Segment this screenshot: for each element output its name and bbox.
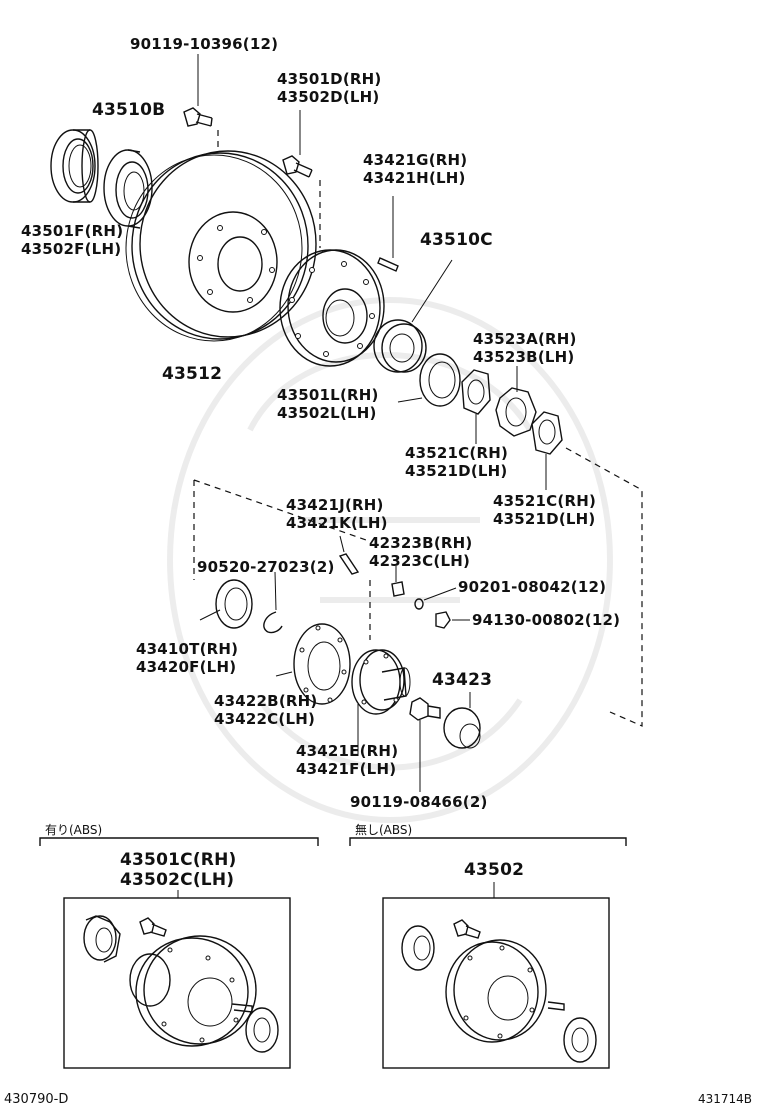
label-90119-10396: 90119-10396(12) — [130, 35, 279, 53]
label-43502c-lh: 43502C(LH) — [120, 870, 235, 890]
brake-disc-43512 — [125, 150, 317, 342]
watermark-emblem — [167, 297, 613, 823]
axle-hub — [279, 249, 385, 367]
diagram-code-right: 431714B — [698, 1092, 753, 1106]
label-43521c-outer-rh: 43521C(RH) — [493, 492, 597, 510]
diagram-code-left: 430790-D — [4, 1092, 69, 1107]
inset-without-abs-hub — [401, 919, 597, 1063]
oil-seal-43501f — [50, 129, 99, 203]
label-42323b-rh: 42323B(RH) — [369, 534, 473, 552]
label-43521d-outer-lh: 43521D(LH) — [493, 510, 596, 528]
washer-90201 — [414, 598, 424, 610]
bolt-90119-10396 — [183, 107, 213, 127]
label-90119-08466: 90119-08466(2) — [350, 793, 488, 811]
lock-nut-43521c-outer — [531, 411, 563, 455]
snap-ring-43410t — [215, 579, 253, 629]
label-43410t-rh: 43410T(RH) — [136, 640, 239, 658]
hub-bolt-43501d — [282, 155, 313, 178]
section-with-abs: 有り(ABS) — [45, 823, 103, 837]
label-42323c-lh: 42323C(LH) — [369, 552, 471, 570]
hub-cap-43423 — [443, 707, 481, 749]
label-43421h-lh: 43421H(LH) — [363, 169, 466, 187]
label-43422c-lh: 43422C(LH) — [214, 710, 316, 728]
label-94130-00802: 94130-00802(12) — [472, 611, 621, 629]
label-43422b: 43422B(RH) 43422C(LH) — [214, 692, 317, 728]
without-abs-bracket — [349, 837, 627, 846]
label-43521c-inner-rh: 43521C(RH) — [405, 444, 509, 462]
label-43523a: 43523A(RH) 43523B(LH) — [473, 330, 577, 366]
label-43502f-lh: 43502F(LH) — [21, 240, 122, 258]
snap-ring-90520 — [263, 611, 283, 634]
label-43512: 43512 — [162, 364, 223, 384]
bearing-43510b — [103, 149, 153, 229]
label-43410t: 43410T(RH) 43420F(LH) — [136, 640, 238, 676]
label-43502d-lh: 43502D(LH) — [277, 88, 380, 106]
label-43422b-rh: 43422B(RH) — [214, 692, 318, 710]
seal-43501l — [419, 353, 461, 407]
label-43510b: 43510B — [92, 100, 166, 120]
label-43421f-lh: 43421F(LH) — [296, 760, 397, 778]
nut-94130 — [435, 611, 451, 629]
label-43501c-rh: 43501C(RH) — [120, 850, 237, 870]
drive-flange-43421e — [351, 649, 411, 715]
label-43510c: 43510C — [420, 230, 493, 250]
lock-nut-43521c-inner — [461, 369, 491, 415]
label-43421g: 43421G(RH) 43421H(LH) — [363, 151, 467, 187]
pin-43421g — [377, 257, 399, 272]
bearing-43510c — [373, 319, 427, 373]
label-43421e-rh: 43421E(RH) — [296, 742, 399, 760]
label-43523a-rh: 43523A(RH) — [473, 330, 577, 348]
label-43421e: 43421E(RH) 43421F(LH) — [296, 742, 398, 778]
inset-without-abs-frame — [382, 897, 610, 1069]
section-without-abs: 無し(ABS) — [355, 823, 413, 837]
inset-with-abs-frame — [63, 897, 291, 1069]
label-43420f-lh: 43420F(LH) — [136, 658, 237, 676]
label-42323b: 42323B(RH) 42323C(LH) — [369, 534, 472, 570]
label-inset-43502: 43502 — [464, 860, 525, 880]
bolt-90119-08466 — [409, 697, 441, 721]
pin-43421j — [338, 553, 360, 575]
label-43421k-lh: 43421K(LH) — [286, 514, 388, 532]
label-43502l-lh: 43502L(LH) — [277, 404, 377, 422]
label-43523b-lh: 43523B(LH) — [473, 348, 575, 366]
label-43521c-inner: 43521C(RH) 43521D(LH) — [405, 444, 508, 480]
label-43421g-rh: 43421G(RH) — [363, 151, 468, 169]
label-43501d: 43501D(RH) 43502D(LH) — [277, 70, 381, 106]
label-43501l-rh: 43501L(RH) — [277, 386, 379, 404]
cone-washer-42323b — [391, 581, 405, 597]
with-abs-bracket — [39, 837, 319, 846]
gasket-43422b — [293, 623, 351, 705]
label-90520-27023: 90520-27023(2) — [197, 558, 335, 576]
label-43423: 43423 — [432, 670, 493, 690]
label-43501f: 43501F(RH) 43502F(LH) — [21, 222, 123, 258]
label-inset-43501c: 43501C(RH) 43502C(LH) — [120, 850, 236, 890]
label-43521c-outer: 43521C(RH) 43521D(LH) — [493, 492, 596, 528]
label-43501l: 43501L(RH) 43502L(LH) — [277, 386, 379, 422]
label-43521d-inner-lh: 43521D(LH) — [405, 462, 508, 480]
label-90201-08042: 90201-08042(12) — [458, 578, 607, 596]
label-43421j: 43421J(RH) 43421K(LH) — [286, 496, 388, 532]
label-43501f-rh: 43501F(RH) — [21, 222, 124, 240]
label-43501d-rh: 43501D(RH) — [277, 70, 382, 88]
label-43421j-rh: 43421J(RH) — [286, 496, 384, 514]
inset-with-abs-hub — [83, 915, 279, 1053]
